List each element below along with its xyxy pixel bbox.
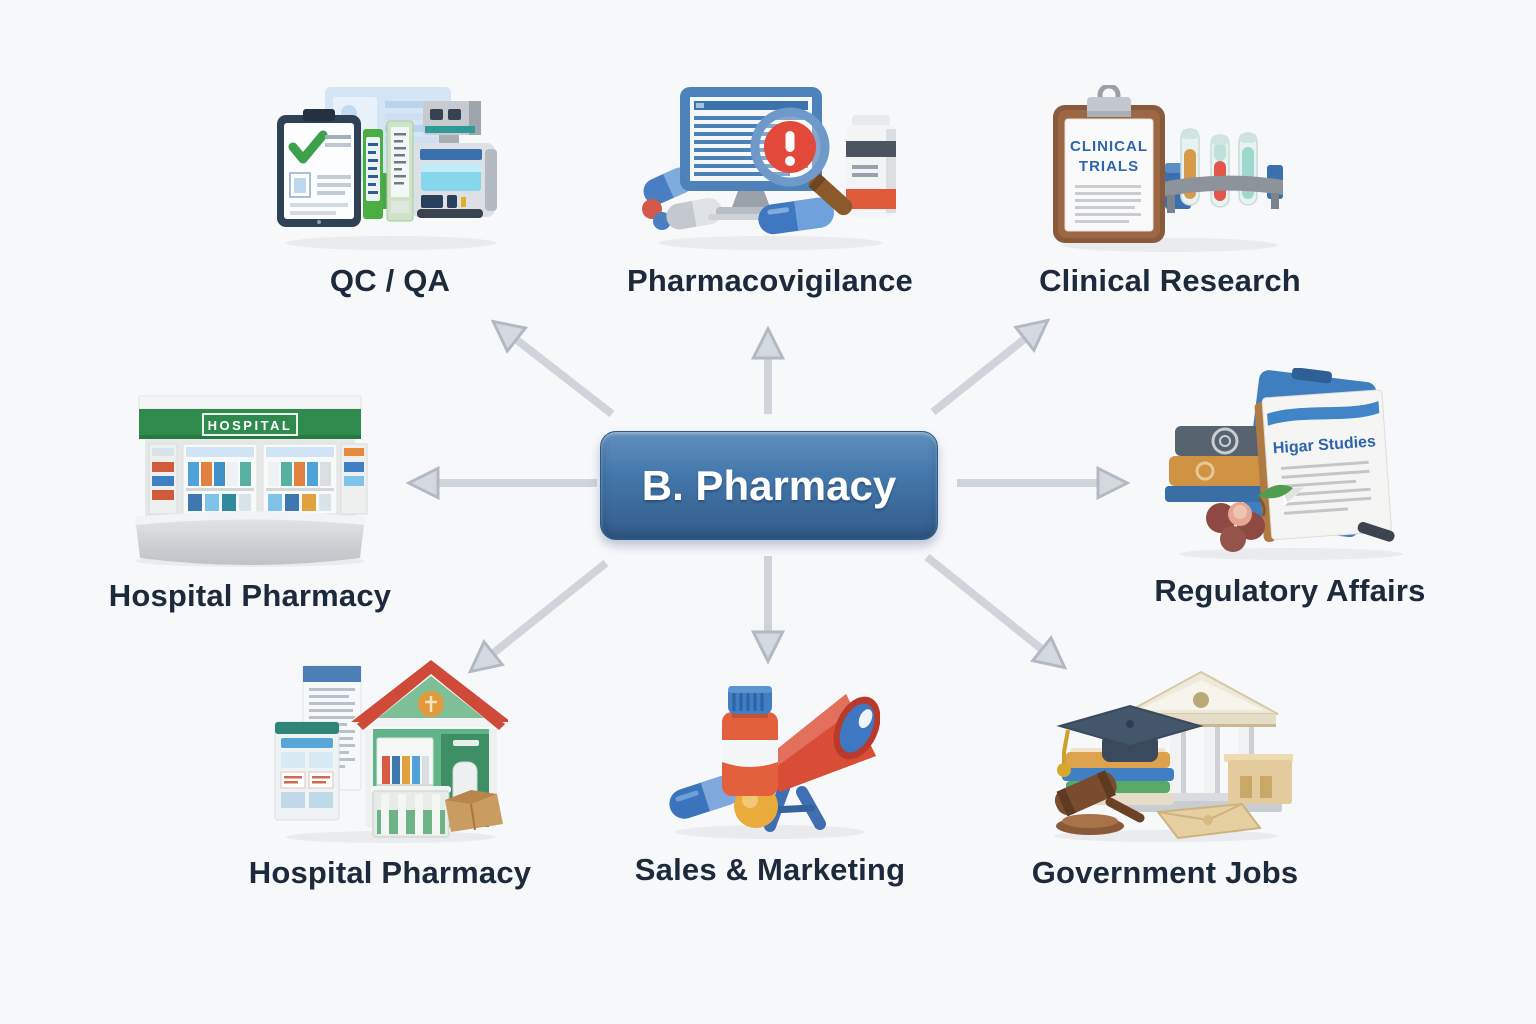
arrow-to-clinical-research — [930, 325, 1042, 416]
clinical-trials-clipboard-icon: CLINICAL TRIALS — [1053, 85, 1283, 252]
node-label-sales-marketing: Sales & Marketing — [634, 852, 906, 887]
arrow-to-qc-qa — [499, 326, 615, 418]
hospital-sign-text: HOSPITAL — [208, 418, 293, 433]
node-label-hospital-pharmacy-bottom: Hospital Pharmacy — [248, 855, 532, 890]
arrow-to-government-jobs — [924, 553, 1059, 663]
node-sales-marketing: Sales & Marketing — [610, 672, 930, 888]
books-document-icon: Higar Studies — [1164, 368, 1403, 560]
node-label-government-jobs: Government Jobs — [1031, 855, 1299, 890]
center-node-label: B. Pharmacy — [641, 461, 897, 509]
hospital-pharmacy-counter-icon: HOSPITAL — [135, 395, 368, 567]
node-regulatory-affairs: Higar Studies Regulatory Affairs — [1125, 368, 1455, 609]
government-building-gavel-icon — [1053, 670, 1293, 842]
node-government-jobs: Government Jobs — [1005, 660, 1325, 891]
node-clinical-research: CLINICAL TRIALS Clinical Research — [1010, 85, 1330, 299]
node-label-qc-qa: QC / QA — [329, 263, 451, 298]
pharmacy-store-house-icon — [274, 660, 508, 843]
node-label-hospital-pharmacy-left: Hospital Pharmacy — [108, 578, 392, 613]
node-hospital-pharmacy-bottom: Hospital Pharmacy — [230, 660, 550, 891]
node-pharmacovigilance: Pharmacovigilance — [610, 85, 930, 299]
node-hospital-pharmacy-left: HOSPITAL — [90, 378, 410, 614]
qc-qa-clipboard-analyzer-icon — [276, 87, 497, 250]
node-label-pharmacovigilance: Pharmacovigilance — [627, 263, 913, 298]
clinical-trials-text-line1: CLINICAL — [1070, 138, 1148, 155]
megaphone-pill-bottle-icon — [669, 686, 880, 839]
monitor-alert-magnifier-icon — [641, 87, 896, 250]
node-label-clinical-research: Clinical Research — [1039, 263, 1301, 298]
node-qc-qa: QC / QA — [250, 85, 530, 299]
clinical-trials-text-line2: TRIALS — [1079, 158, 1139, 175]
node-label-regulatory-affairs: Regulatory Affairs — [1154, 573, 1426, 608]
arrow-to-hospital-pharmacy-bottom — [476, 559, 609, 667]
center-node-b-pharmacy: B. Pharmacy — [600, 431, 938, 540]
